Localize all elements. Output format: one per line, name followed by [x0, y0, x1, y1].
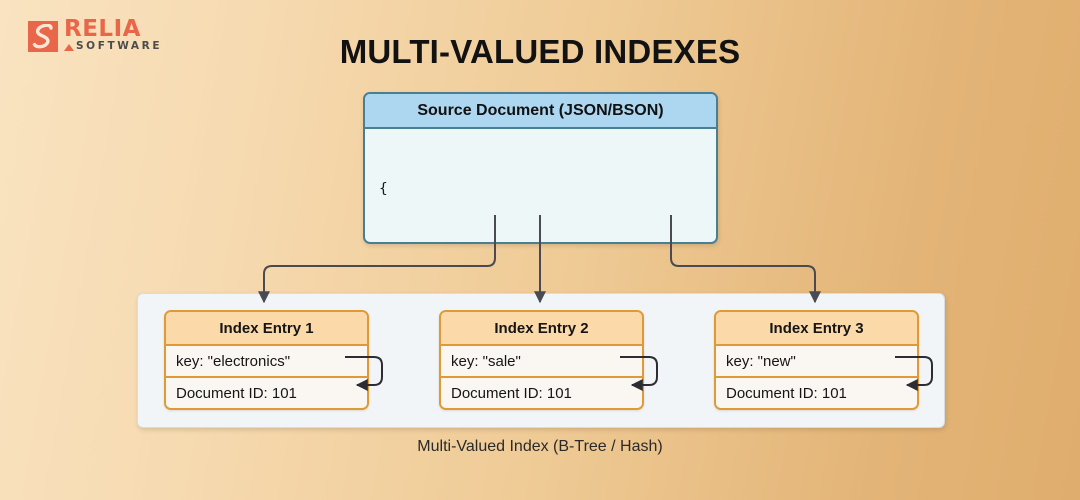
logo-tagline: SOFTWARE: [76, 40, 163, 52]
relia-swirl-logo-icon: [28, 21, 58, 52]
page-title: MULTI-VALUED INDEXES: [339, 33, 741, 70]
source-document-code: { "id": 101, "title": "Product A", "tags…: [365, 129, 716, 244]
relia-software-logo: RELIA SOFTWARE: [28, 16, 160, 56]
diagram-caption: Multi-Valued Index (B-Tree / Hash): [417, 438, 663, 455]
index-entry-1-key: key: "electronics": [166, 346, 367, 376]
code-line-open: {: [379, 181, 388, 197]
index-entry-1-header: Index Entry 1: [166, 312, 367, 346]
logo-wordmark: RELIA: [64, 16, 141, 42]
source-document-header: Source Document (JSON/BSON): [365, 94, 716, 129]
index-entry-2-header: Index Entry 2: [441, 312, 642, 346]
index-entry-3-header: Index Entry 3: [716, 312, 917, 346]
logo-triangle-icon: [64, 44, 74, 51]
index-entry-card-3: Index Entry 3 key: "new" Document ID: 10…: [714, 310, 919, 410]
index-entry-card-1: Index Entry 1 key: "electronics" Documen…: [164, 310, 369, 410]
index-entry-3-key: key: "new": [716, 346, 917, 376]
index-entry-1-docid: Document ID: 101: [166, 376, 367, 408]
index-entry-card-2: Index Entry 2 key: "sale" Document ID: 1…: [439, 310, 644, 410]
index-entry-2-key: key: "sale": [441, 346, 642, 376]
index-structure-container: Index Entry 1 key: "electronics" Documen…: [137, 293, 945, 428]
index-entry-2-docid: Document ID: 101: [441, 376, 642, 408]
code-line-id: "id": 101,: [379, 242, 716, 244]
index-entry-3-docid: Document ID: 101: [716, 376, 917, 408]
source-document-card: Source Document (JSON/BSON) { "id": 101,…: [363, 92, 718, 244]
